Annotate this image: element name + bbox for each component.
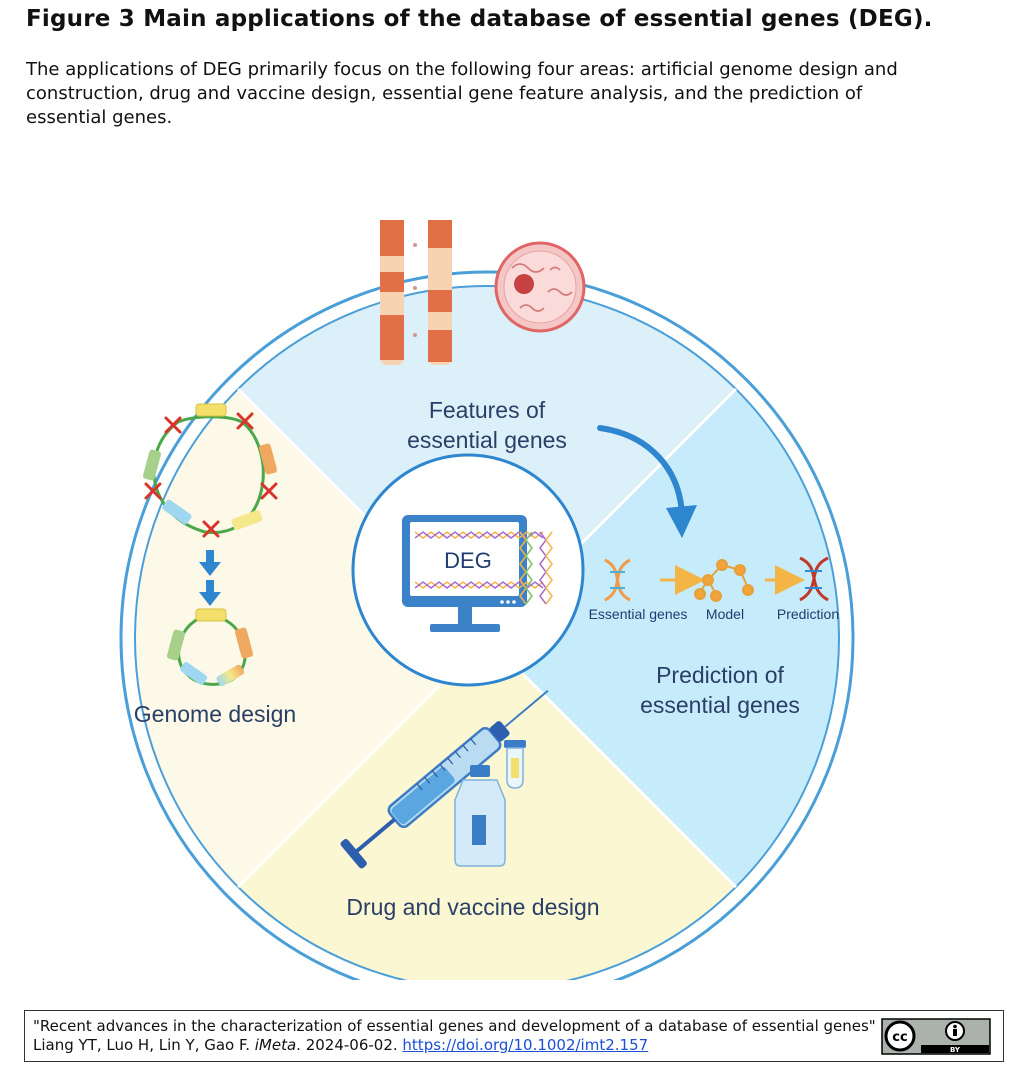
model-network-icon [694,559,754,602]
cell-icon [494,241,586,333]
dna-icon-output [799,556,829,602]
citation-date: . 2024-06-02. [296,1036,403,1054]
computer-monitor-icon [402,515,553,632]
test-tube-icon [504,740,526,789]
deg-applications-diagram: Features of essential genes Essential ge… [0,160,1024,980]
sector-genome [134,389,487,887]
dna-icon-input [604,558,631,602]
inner-ring [134,285,840,980]
cc-icon [884,1020,916,1052]
genome-ring-before-icon [142,403,278,538]
vaccine-vial-icon [454,765,506,867]
citation-authors: "Recent advances in the characterization… [33,1017,876,1054]
flow-arrow [597,425,685,518]
citation-journal: iMeta [254,1036,297,1054]
pipeline-step-prediction: Prediction [777,606,839,622]
prediction-label-line2: essential genes [640,692,800,718]
chromosome-icon [380,220,452,365]
genome-ring-after-icon [166,608,254,687]
doi-link[interactable]: https://doi.org/10.1002/imt2.157 [402,1036,649,1054]
features-label-line2: essential genes [407,427,567,453]
syringe-icon [340,690,549,869]
drug-vaccine-label: Drug and vaccine design [346,894,599,920]
down-arrows-icon [199,550,221,606]
pipeline-step-model: Model [706,606,744,622]
center-deg-label: DEG [444,548,492,573]
sector-prediction [487,389,840,887]
features-label-line1: Features of [429,397,546,423]
prediction-label-line1: Prediction of [656,662,784,688]
figure-title: Figure 3 Main applications of the databa… [26,6,933,32]
citation-text: "Recent advances in the characterization… [33,1017,883,1055]
pipeline-step-essential-genes: Essential genes [589,606,688,622]
by-label: BY [950,1046,961,1054]
citation-box: "Recent advances in the characterization… [24,1010,1004,1062]
cc-icon-label: cc [892,1030,907,1045]
genome-design-label: Genome design [134,701,296,727]
cc-by-license-badge: cc BY [881,1018,991,1055]
figure-caption: The applications of DEG primarily focus … [26,59,898,128]
flow-arrow-head [666,505,697,538]
